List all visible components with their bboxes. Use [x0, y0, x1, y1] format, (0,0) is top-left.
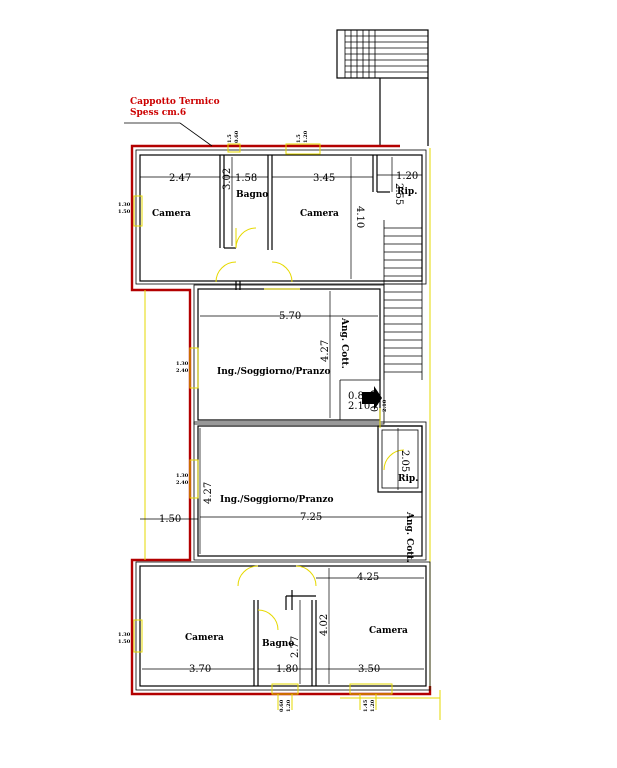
dim-4-25: 4.25: [357, 572, 379, 583]
win-mark-left-top2: 1.50: [118, 209, 131, 215]
dim-2-77: 2.77: [290, 636, 301, 658]
annotation-line2: Spess cm.6: [130, 108, 186, 118]
room-label-soggiorno-upper: Ing./Soggiorno/Pranzo: [217, 367, 331, 377]
win-mark-bot-a2: 1.20: [286, 699, 292, 712]
room-label-bagno-bottom: Bagno: [262, 639, 294, 649]
dim-2-47: 2.47: [169, 173, 191, 184]
room-label-bagno-top: Bagno: [236, 190, 268, 200]
dim-3-45: 3.45: [313, 173, 335, 184]
walls: [135, 149, 431, 691]
win-mark-top-b1: 1.5: [296, 134, 302, 143]
win-mark-bot-a1: 0.60: [279, 699, 285, 712]
room-label-ang-cott-top: Ang. Cott.: [339, 317, 349, 369]
dim-2-10: 2.10: [348, 401, 370, 412]
exterior-stair: [336, 29, 429, 146]
dim-2-10b: 2.10: [382, 399, 388, 412]
side-stair: [383, 220, 423, 380]
room-label-soggiorno-lower: Ing./Soggiorno/Pranzo: [220, 495, 334, 505]
win-mark-left-low2: 2.40: [176, 480, 189, 486]
dim-1-50: 1.50: [159, 514, 181, 525]
room-label-camera-top-left: Camera: [152, 209, 191, 219]
windows: [133, 143, 393, 695]
dim-5-70: 5.70: [279, 311, 301, 322]
dim-4-02: 4.02: [319, 614, 330, 636]
win-mark-left-low1: 1.30: [176, 473, 189, 479]
room-label-ang-cott-lower: Ang. Cott.: [404, 511, 414, 563]
entry-arrow-icon: [362, 386, 382, 410]
doors: [215, 227, 405, 631]
room-label-rip-lower: Rip.: [398, 474, 418, 484]
win-mark-left-top1: 1.30: [118, 202, 131, 208]
win-mark-left-mid1: 1.30: [176, 361, 189, 367]
room-label-rip-top: Rip.: [397, 187, 417, 197]
dim-4-27-lower: 4.27: [203, 482, 214, 504]
room-label-camera-bottom-right: Camera: [369, 626, 408, 636]
dim-3-02: 3.02: [222, 168, 233, 190]
win-mark-bot-b2: 1.20: [370, 699, 376, 712]
dim-1-80: 1.80: [276, 664, 298, 675]
room-label-camera-bottom-left: Camera: [185, 633, 224, 643]
dim-2-05: 2.05: [399, 450, 410, 472]
dim-4-10: 4.10: [354, 206, 365, 228]
dim-1-20: 1.20: [396, 171, 418, 182]
win-mark-top-b2: 1.20: [303, 130, 309, 143]
dim-0-8: 0.8: [348, 391, 364, 402]
dim-0-60: 0.60: [370, 390, 381, 412]
thermal-insulation-outline: [130, 144, 432, 696]
annotation-line1: Cappotto Termico: [130, 97, 220, 107]
dim-3-50: 3.50: [358, 664, 380, 675]
dim-7-25: 7.25: [300, 512, 322, 523]
win-mark-left-mid2: 2.40: [176, 368, 189, 374]
dim-4-27-upper: 4.27: [320, 340, 331, 362]
win-mark-left-bot1: 1.30: [118, 632, 131, 638]
room-label-camera-top-right: Camera: [300, 209, 339, 219]
dim-2-55: 2.55: [393, 183, 404, 205]
dimension-lines: [140, 157, 424, 684]
win-mark-top-a2: 0.60: [234, 130, 240, 143]
dim-1-58: 1.58: [235, 173, 257, 184]
dim-3-70: 3.70: [189, 664, 211, 675]
win-mark-bot-b1: 1.45: [363, 699, 369, 712]
win-mark-top-a1: 1.5: [227, 134, 233, 143]
annotation-leader-diag: [179, 122, 213, 147]
win-mark-left-bot2: 1.50: [118, 639, 131, 645]
